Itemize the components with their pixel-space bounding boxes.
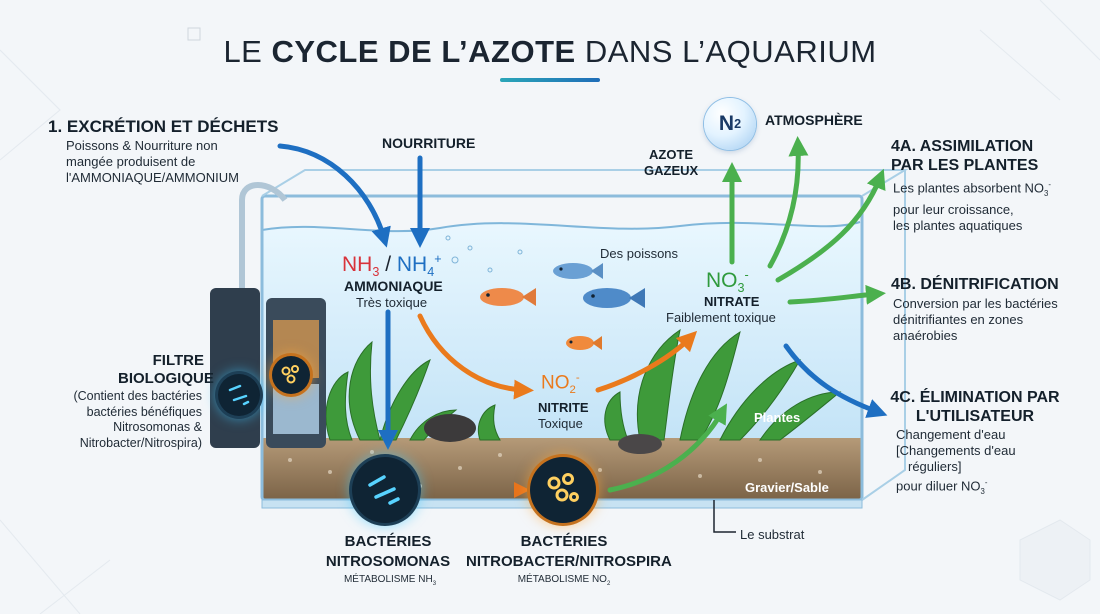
nitrite-toxicity: Toxique [538,416,583,431]
arrow-excretion-to-ammonia [280,146,384,238]
assimilation-description: Les plantes absorbent NO3- pour leur cro… [893,177,1051,234]
bacteria-icon [272,356,310,394]
nitrosomonas-metabolism: MÉTABOLISME NH3 [320,574,460,587]
nitrite-formula: NO2- [541,372,580,396]
nitrate-formula: NO3- [706,268,749,295]
page-title: LE CYCLE DE L’AZOTE DANS L’AQUARIUM [0,34,1100,70]
filter-description: (Contient des bactéries bactéries bénéfi… [14,389,202,451]
bacteria-icon [218,374,260,416]
ammonia-toxicity: Très toxique [356,295,427,310]
title-underline [500,78,600,82]
bacteria-icon [530,457,596,523]
substrate-label: Le substrat [740,527,804,542]
food-label: NOURRITURE [382,135,475,151]
bacteria-icon [352,457,418,523]
nitrate-name: NITRATE [704,294,759,309]
rock [424,414,476,442]
atmosphere-label: ATMOSPHÈRE [765,112,863,128]
excretion-heading: 1. EXCRÉTION ET DÉCHETS [48,117,278,137]
filter-title: FILTRE BIOLOGIQUE [118,352,204,388]
plants-label: Plantes [754,410,800,425]
elimination-description: Changement d'eau [Changements d'eau régu… [896,427,1016,500]
elimination-heading: 4C. ÉLIMINATION PAR L'UTILISATEUR [887,388,1063,426]
nitrogen-gas-label: AZOTE GAZEUX [644,147,698,179]
denitrification-description: Conversion par les bactéries dénitrifian… [893,296,1058,344]
ammonia-formula: NH3 / NH4+ [342,252,442,279]
denitrification-heading: 4B. DÉNITRIFICATION [891,276,1059,294]
nitrobacter-name: BACTÉRIES NITROBACTER/NITROSPIRA [466,532,662,572]
gravel-label: Gravier/Sable [745,480,829,495]
nitrate-toxicity: Faiblement toxique [666,310,776,325]
assimilation-heading: 4A. ASSIMILATION PAR LES PLANTES [891,137,1038,175]
excretion-description: Poissons & Nourriture non mangée produis… [66,138,239,186]
nitrite-name: NITRITE [538,400,589,415]
rock [618,434,662,454]
fish-label: Des poissons [600,246,678,261]
nitrobacter-metabolism: MÉTABOLISME NO2 [494,574,634,587]
ammonia-name: AMMONIAQUE [344,278,443,294]
nitrosomonas-name: BACTÉRIES NITROSOMONAS [318,532,458,572]
